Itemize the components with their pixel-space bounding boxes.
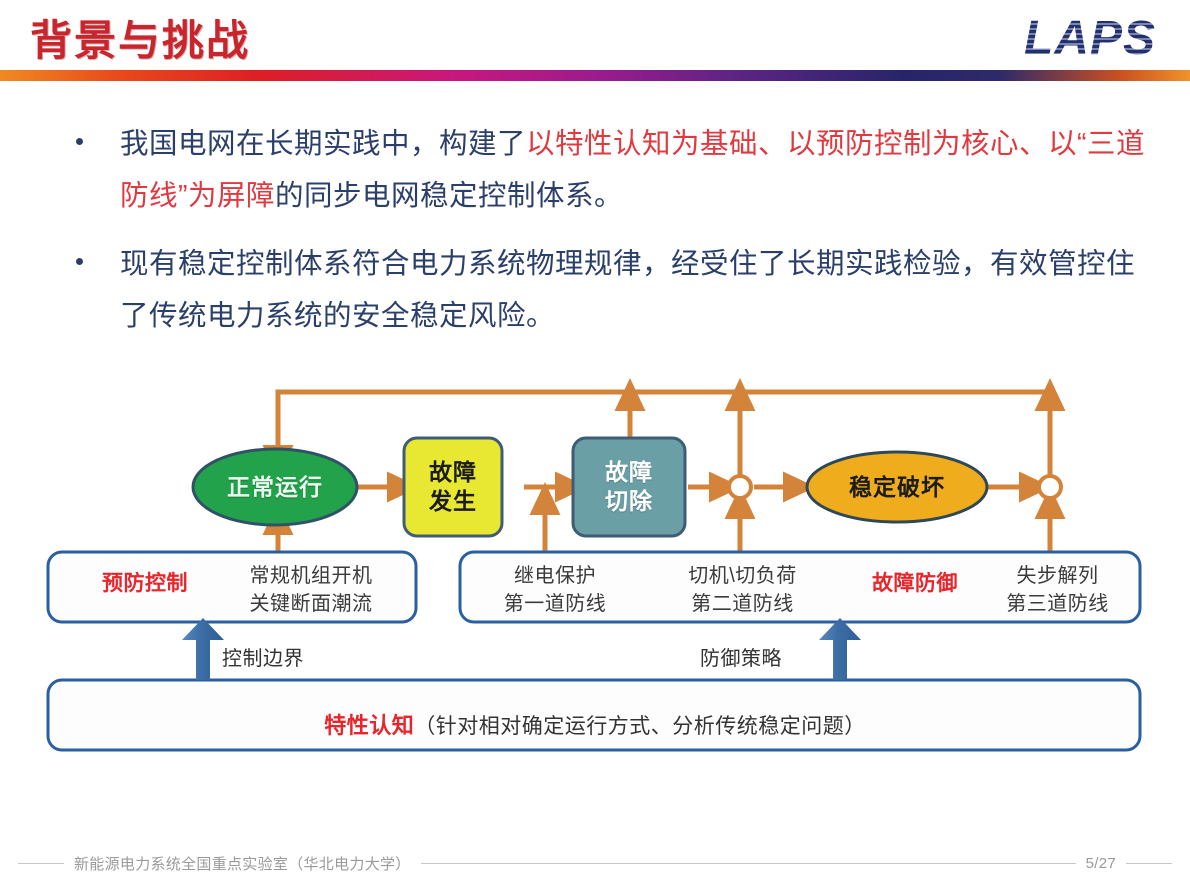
defense-strategy-arrow [819, 618, 861, 680]
bullet-item-1: 我国电网在长期实践中，构建了以特性认知为基础、以预防控制为核心、以“三道防线”为… [66, 118, 1146, 222]
footer-page-number: 5/27 [1085, 854, 1116, 872]
feedback-to-normal-arrow [262, 389, 1050, 478]
node-stability-loss [805, 450, 989, 524]
prevention-control-panel [46, 550, 418, 624]
node-normal-operation [191, 447, 359, 527]
stability-control-diagram: 正常运行 故障 发生 故障 切除 稳定破坏 预防控制 常规机组开机 关键断面潮流… [0, 370, 1190, 790]
bullet-1-seg-3: 的同步电网稳定控制体系。 [275, 180, 624, 212]
bullet-item-2: 现有稳定控制体系符合电力系统物理规律，经受住了长期实践检验，有效管控住了传统电力… [66, 238, 1146, 342]
node-fault-clearance [571, 436, 687, 538]
characteristic-cognition-panel [46, 678, 1142, 752]
junction-1-node [727, 474, 753, 500]
control-boundary-arrow [182, 618, 224, 680]
bullet-dot-icon [76, 258, 83, 265]
footer-rule-left [18, 862, 64, 864]
bullet-list: 我国电网在长期实践中，构建了以特性认知为基础、以预防控制为核心、以“三道防线”为… [66, 118, 1146, 358]
slide-footer: 新能源电力系统全国重点实验室（华北电力大学） 5/27 [0, 848, 1190, 878]
laps-logo: LAPS [1024, 10, 1156, 68]
node-fault-occurrence [402, 436, 504, 538]
cognition-uplink-arrows [182, 618, 861, 680]
bullet-dot-icon [76, 138, 83, 145]
bullet-1-seg-2-highlight: 以特性认知为基础、以预防控制为核心、以“三道防线”为屏障 [120, 128, 1146, 212]
diagram-svg [46, 378, 1142, 752]
footer-lab-name: 新能源电力系统全国重点实验室（华北电力大学） [74, 855, 411, 873]
junction-2-node [1037, 474, 1063, 500]
slide-header: 背景与挑战 LAPS [0, 0, 1190, 86]
fault-defense-panel [458, 550, 1142, 624]
footer-rule-middle [420, 862, 1076, 864]
header-gradient-rule [0, 70, 1190, 81]
footer-rule-right [1126, 862, 1172, 864]
bullet-1-seg-1: 我国电网在长期实践中，构建了 [120, 128, 527, 160]
bullet-2-seg-1: 现有稳定控制体系符合电力系统物理规律，经受住了长期实践检验，有效管控住了传统电力… [120, 248, 1136, 332]
page-title: 背景与挑战 [30, 17, 251, 64]
